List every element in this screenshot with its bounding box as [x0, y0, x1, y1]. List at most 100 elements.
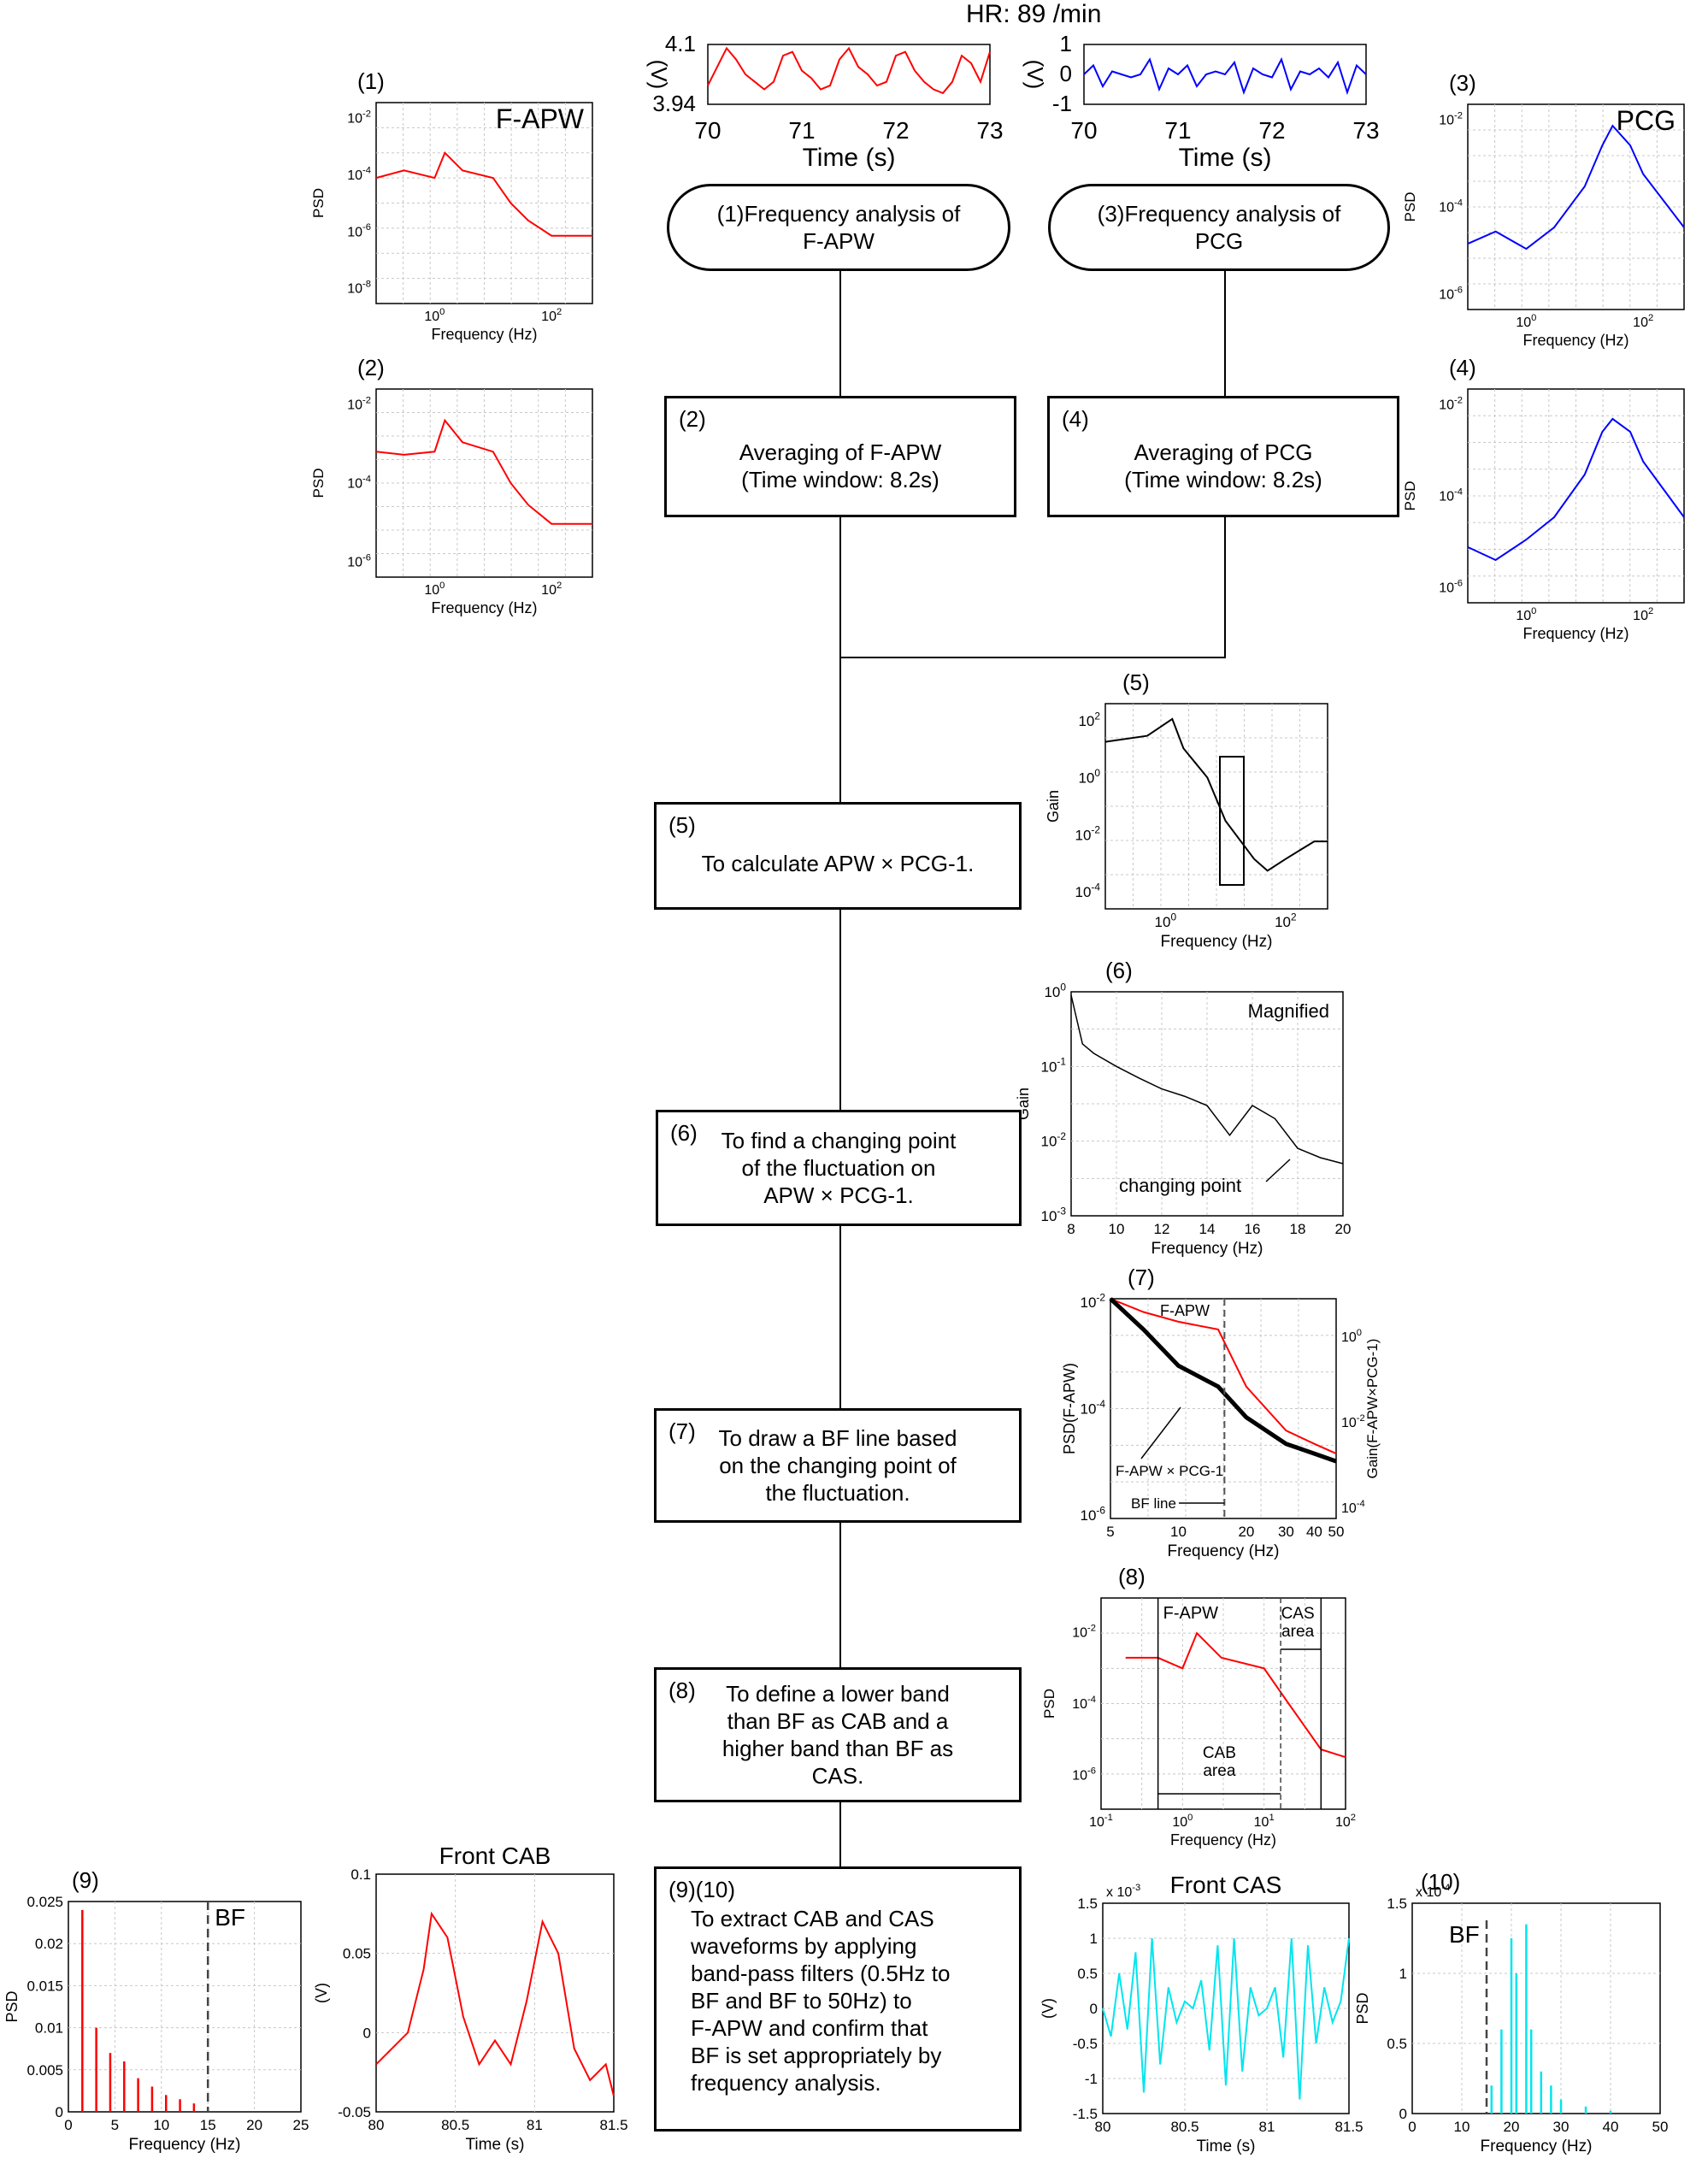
- step-5-box: (5) To calculate APW × PCG-1.: [654, 802, 1022, 910]
- x-tick-label: 50: [1652, 2119, 1669, 2135]
- x-tick-label: 102: [1275, 911, 1297, 930]
- waveform-line: [1083, 56, 1367, 96]
- psd-line: [375, 151, 592, 237]
- x-tick-label: 80.5: [1170, 2119, 1199, 2135]
- psd-line: [1467, 417, 1685, 562]
- y2-axis-label: Gain(F-APW×PCG-1): [1364, 1339, 1381, 1479]
- gain-line: [1070, 994, 1344, 1165]
- step-number: (3): [1097, 201, 1125, 227]
- y-tick-label: 10-4: [1081, 1398, 1106, 1418]
- step-4-box: (4) Averaging of PCG (Time window: 8.2s): [1047, 396, 1399, 517]
- step-number: (7): [668, 1418, 696, 1444]
- step-text: To define a lower band than BF as CAB an…: [721, 1681, 954, 1789]
- x-tick-label: 102: [1335, 1813, 1356, 1830]
- step-number: (9)(10): [668, 1877, 736, 1902]
- x-tick-label: 100: [1172, 1813, 1193, 1830]
- legend-text: F-APW: [1160, 1302, 1210, 1319]
- step-text: Frequency analysis of F-APW: [744, 201, 961, 254]
- x-tick-label: 100: [1516, 313, 1536, 330]
- x-axis-label: Frequency (Hz): [431, 599, 537, 616]
- x-tick-label: 40: [1306, 1524, 1322, 1540]
- x-axis-label: Time (s): [1179, 144, 1272, 172]
- y-axis-label: Gain: [1045, 790, 1062, 823]
- y-tick-label: 100: [1044, 981, 1066, 1000]
- x-tick-label: 71: [788, 117, 815, 144]
- y-tick-label: 102: [1078, 710, 1100, 729]
- x-tick-label: 10: [1109, 1221, 1125, 1237]
- y-tick-label: 10-6: [347, 222, 371, 239]
- psd-line: [1125, 1631, 1346, 1759]
- y-tick-label: 3.94: [652, 91, 696, 116]
- annotation-text: changing point: [1119, 1175, 1241, 1196]
- y-tick-label: 10-4: [1075, 881, 1101, 900]
- y-tick-label: 0: [56, 2104, 63, 2120]
- y-tick-label: 10-8: [347, 279, 371, 296]
- y2-tick-label: 10-4: [1341, 1499, 1365, 1516]
- y-tick-label: 0: [1090, 2001, 1098, 2017]
- y-exponent-label: x 10-3: [1106, 1883, 1140, 1900]
- x-tick-label: 101: [1254, 1813, 1275, 1830]
- panel-label: (3): [1449, 70, 1476, 96]
- y-tick-label: 10-6: [1081, 1504, 1106, 1524]
- x-tick-label: 10: [1170, 1524, 1187, 1540]
- y-axis-label: (V): [1022, 60, 1048, 90]
- y-tick-label: 1.5: [1387, 1896, 1407, 1912]
- annotation-text: F-APW: [1163, 1604, 1219, 1623]
- waveform-line: [707, 46, 991, 95]
- x-tick-label: 100: [1516, 606, 1536, 623]
- y-tick-label: 1.5: [1077, 1896, 1098, 1912]
- x-tick-label: 70: [1070, 117, 1097, 144]
- connector-line: [839, 657, 1226, 658]
- x-axis-label: Frequency (Hz): [1161, 933, 1273, 951]
- x-axis-label: Frequency (Hz): [1522, 332, 1628, 349]
- y-tick-label: 0: [1399, 2106, 1407, 2122]
- x-tick-label: 72: [882, 117, 909, 144]
- y-axis-label: PSD: [1041, 1689, 1057, 1719]
- x-tick-label: 80: [368, 2117, 385, 2133]
- x-tick-label: 81: [527, 2117, 543, 2133]
- x-axis-label: Frequency (Hz): [1170, 1831, 1276, 1849]
- x-axis-label: Time (s): [803, 144, 896, 172]
- y-tick-label: 0.005: [27, 2062, 63, 2079]
- legend-text: BF line: [1131, 1495, 1176, 1512]
- annotation-text: BF: [215, 1904, 245, 1931]
- step-number: (5): [668, 812, 696, 838]
- x-tick-label: 71: [1164, 117, 1191, 144]
- step-1-box: (1)Frequency analysis of F-APW: [667, 184, 1010, 271]
- step-3-box: (3)Frequency analysis of PCG: [1048, 184, 1390, 271]
- connector-line: [839, 269, 841, 398]
- step-text: To calculate APW × PCG-1.: [701, 851, 975, 876]
- y-tick-label: 10-4: [1439, 486, 1463, 504]
- y-tick-label: 1: [1060, 31, 1072, 56]
- x-tick-label: 14: [1199, 1221, 1216, 1237]
- step-text: Averaging of PCG (Time window: 8.2s): [1124, 439, 1322, 492]
- x-axis-label: Time (s): [466, 2136, 525, 2154]
- y-tick-label: 0.5: [1387, 2036, 1407, 2052]
- connector-line: [1224, 517, 1226, 657]
- x-tick-label: 5: [111, 2117, 119, 2133]
- x-axis-label: Frequency (Hz): [1522, 625, 1628, 642]
- highlight-box: [1219, 756, 1245, 886]
- y-axis-label: PSD: [1402, 481, 1418, 511]
- y-tick-label: 10-2: [347, 395, 371, 412]
- y-tick-label: 10-2: [347, 109, 371, 126]
- x-tick-label: 20: [1238, 1524, 1254, 1540]
- panel-title: PCG: [1617, 105, 1676, 136]
- y-tick-label: 0.025: [27, 1894, 63, 1910]
- x-tick-label: 12: [1154, 1221, 1170, 1237]
- y-tick-label: 0: [1060, 61, 1072, 86]
- y-tick-label: -1: [1052, 91, 1072, 116]
- y2-tick-label: 10-2: [1341, 1413, 1365, 1430]
- y-tick-label: 10-4: [1072, 1695, 1096, 1712]
- panel-label: (4): [1449, 355, 1476, 380]
- step-text: Frequency analysis of PCG: [1124, 201, 1341, 254]
- x-tick-label: 20: [1335, 1221, 1352, 1237]
- x-tick-label: 80.5: [441, 2117, 469, 2133]
- x-tick-label: 25: [293, 2117, 309, 2133]
- x-tick-label: 16: [1245, 1221, 1261, 1237]
- y-tick-label: 10-2: [1439, 110, 1463, 127]
